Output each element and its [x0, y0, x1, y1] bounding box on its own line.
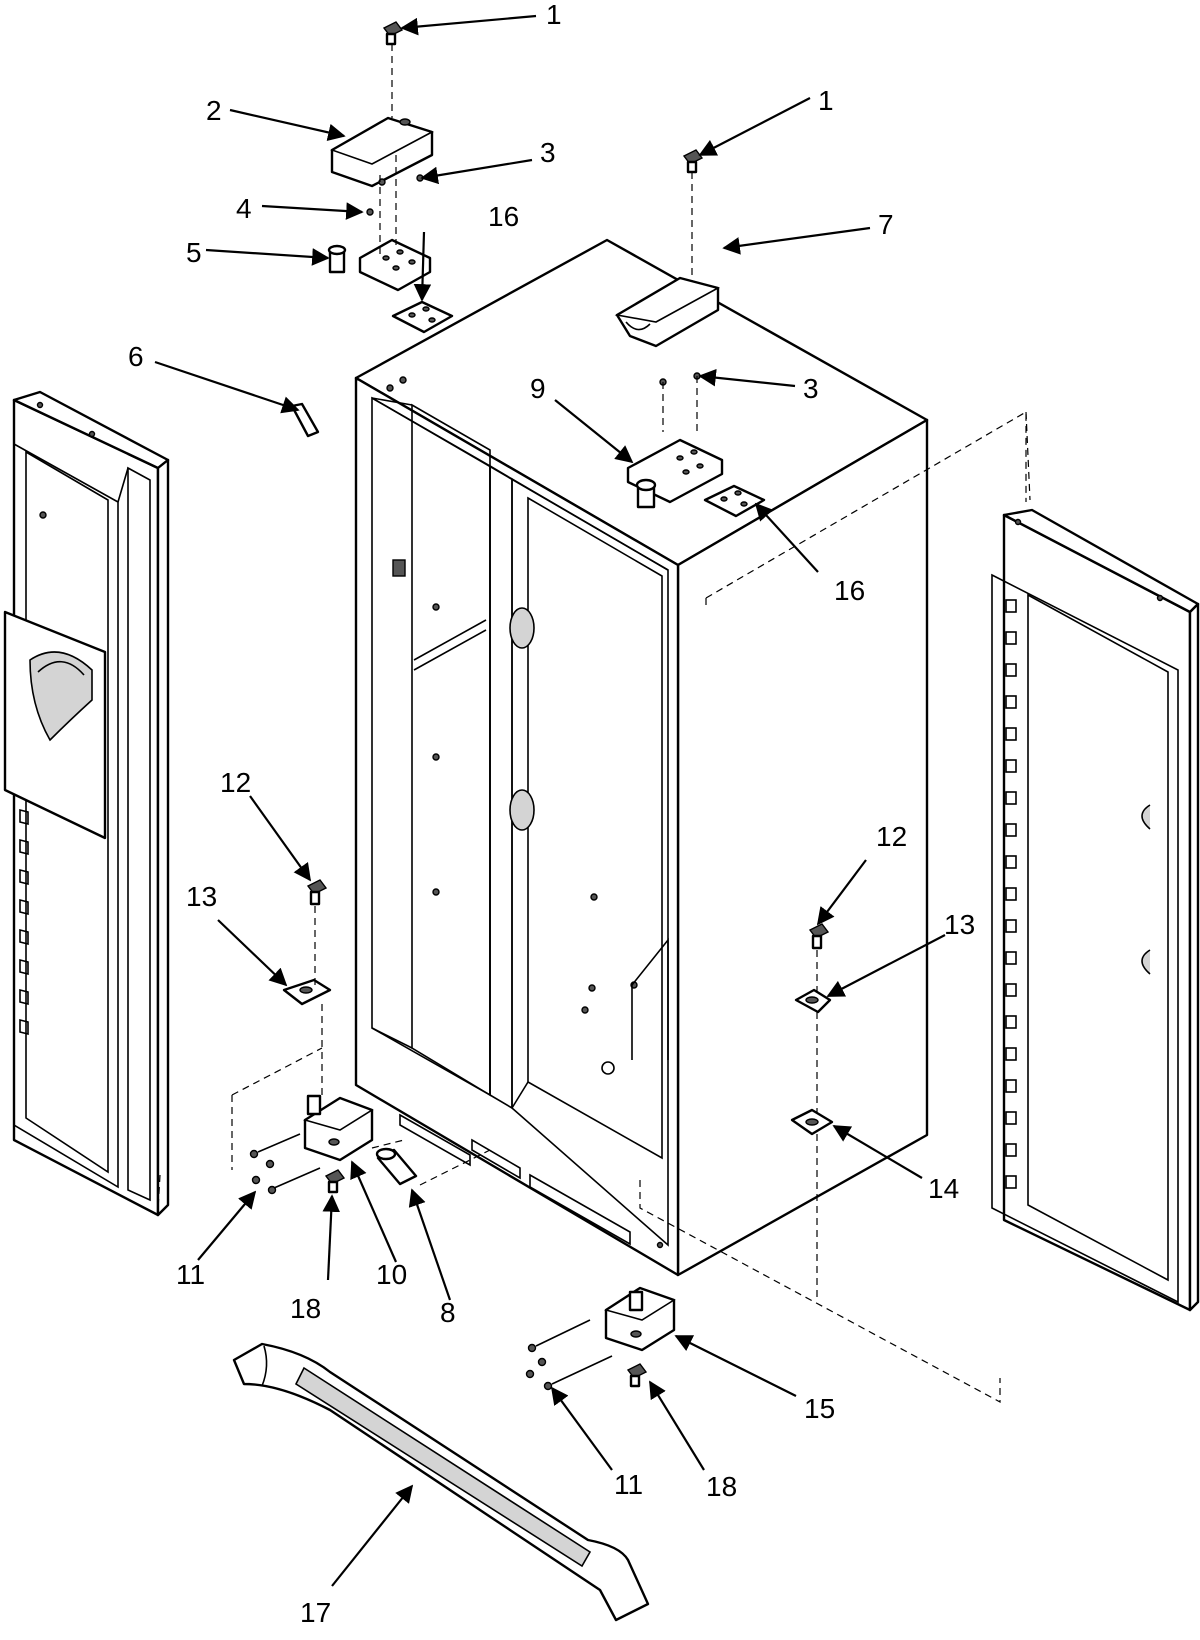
hinge-roller	[375, 1147, 418, 1186]
callout-15: 15	[804, 1393, 835, 1424]
callout-8: 8	[440, 1297, 456, 1328]
fresh-food-door-bins	[1005, 599, 1017, 1189]
callout-2: 2	[206, 95, 222, 126]
stop-bracket-right	[794, 923, 832, 1014]
toe-grille	[232, 1342, 650, 1622]
screws-bottom-left	[249, 1133, 346, 1195]
fresh-food-door	[991, 508, 1200, 1312]
callout-13-left: 13	[186, 881, 217, 912]
callout-3-left: 3	[540, 137, 556, 168]
top-hinge-left	[330, 116, 435, 188]
callout-1-top-left: 1	[546, 0, 562, 30]
callout-11-left: 11	[176, 1259, 205, 1290]
callout-13-right: 13	[944, 909, 975, 940]
hinge-washer	[790, 1108, 834, 1136]
callout-12-right: 12	[876, 821, 907, 852]
bottom-hinge-left	[303, 1094, 374, 1162]
callout-12-left: 12	[220, 767, 251, 798]
hinge-plate-right	[626, 438, 724, 509]
callout-3-right: 3	[803, 373, 819, 404]
refrigerator-cabinet	[354, 238, 929, 1277]
callout-leaders	[154, 14, 946, 1587]
freezer-door	[3, 390, 170, 1217]
stop-bracket-left	[282, 879, 332, 1006]
callout-18-left: 18	[290, 1293, 321, 1324]
callout-labels: 1 1 2 3 3 4 5 6 7 8 9 10 11 11 12 12 13 …	[128, 0, 975, 1628]
top-hinge-right	[614, 276, 721, 348]
freezer-door-bins	[19, 808, 29, 1036]
callout-18-right: 18	[706, 1471, 737, 1502]
callout-9: 9	[530, 373, 546, 404]
callout-10: 10	[376, 1259, 407, 1290]
callout-16-right: 16	[834, 575, 865, 606]
callout-6: 6	[128, 341, 144, 372]
bottom-hinge-right	[604, 1286, 676, 1352]
callout-4: 4	[236, 193, 252, 224]
screws-bottom-right	[525, 1319, 648, 1391]
callout-7: 7	[878, 209, 894, 240]
callout-16-left: 16	[488, 201, 519, 232]
callout-11-right: 11	[614, 1469, 643, 1500]
callout-17: 17	[300, 1597, 331, 1628]
hinge-shim-left	[391, 300, 454, 334]
hinge-shim-right	[703, 484, 766, 518]
callout-14: 14	[928, 1173, 959, 1204]
alignment-guides	[157, 44, 1031, 1404]
callout-1-top-right: 1	[818, 85, 834, 116]
callout-5: 5	[186, 237, 202, 268]
